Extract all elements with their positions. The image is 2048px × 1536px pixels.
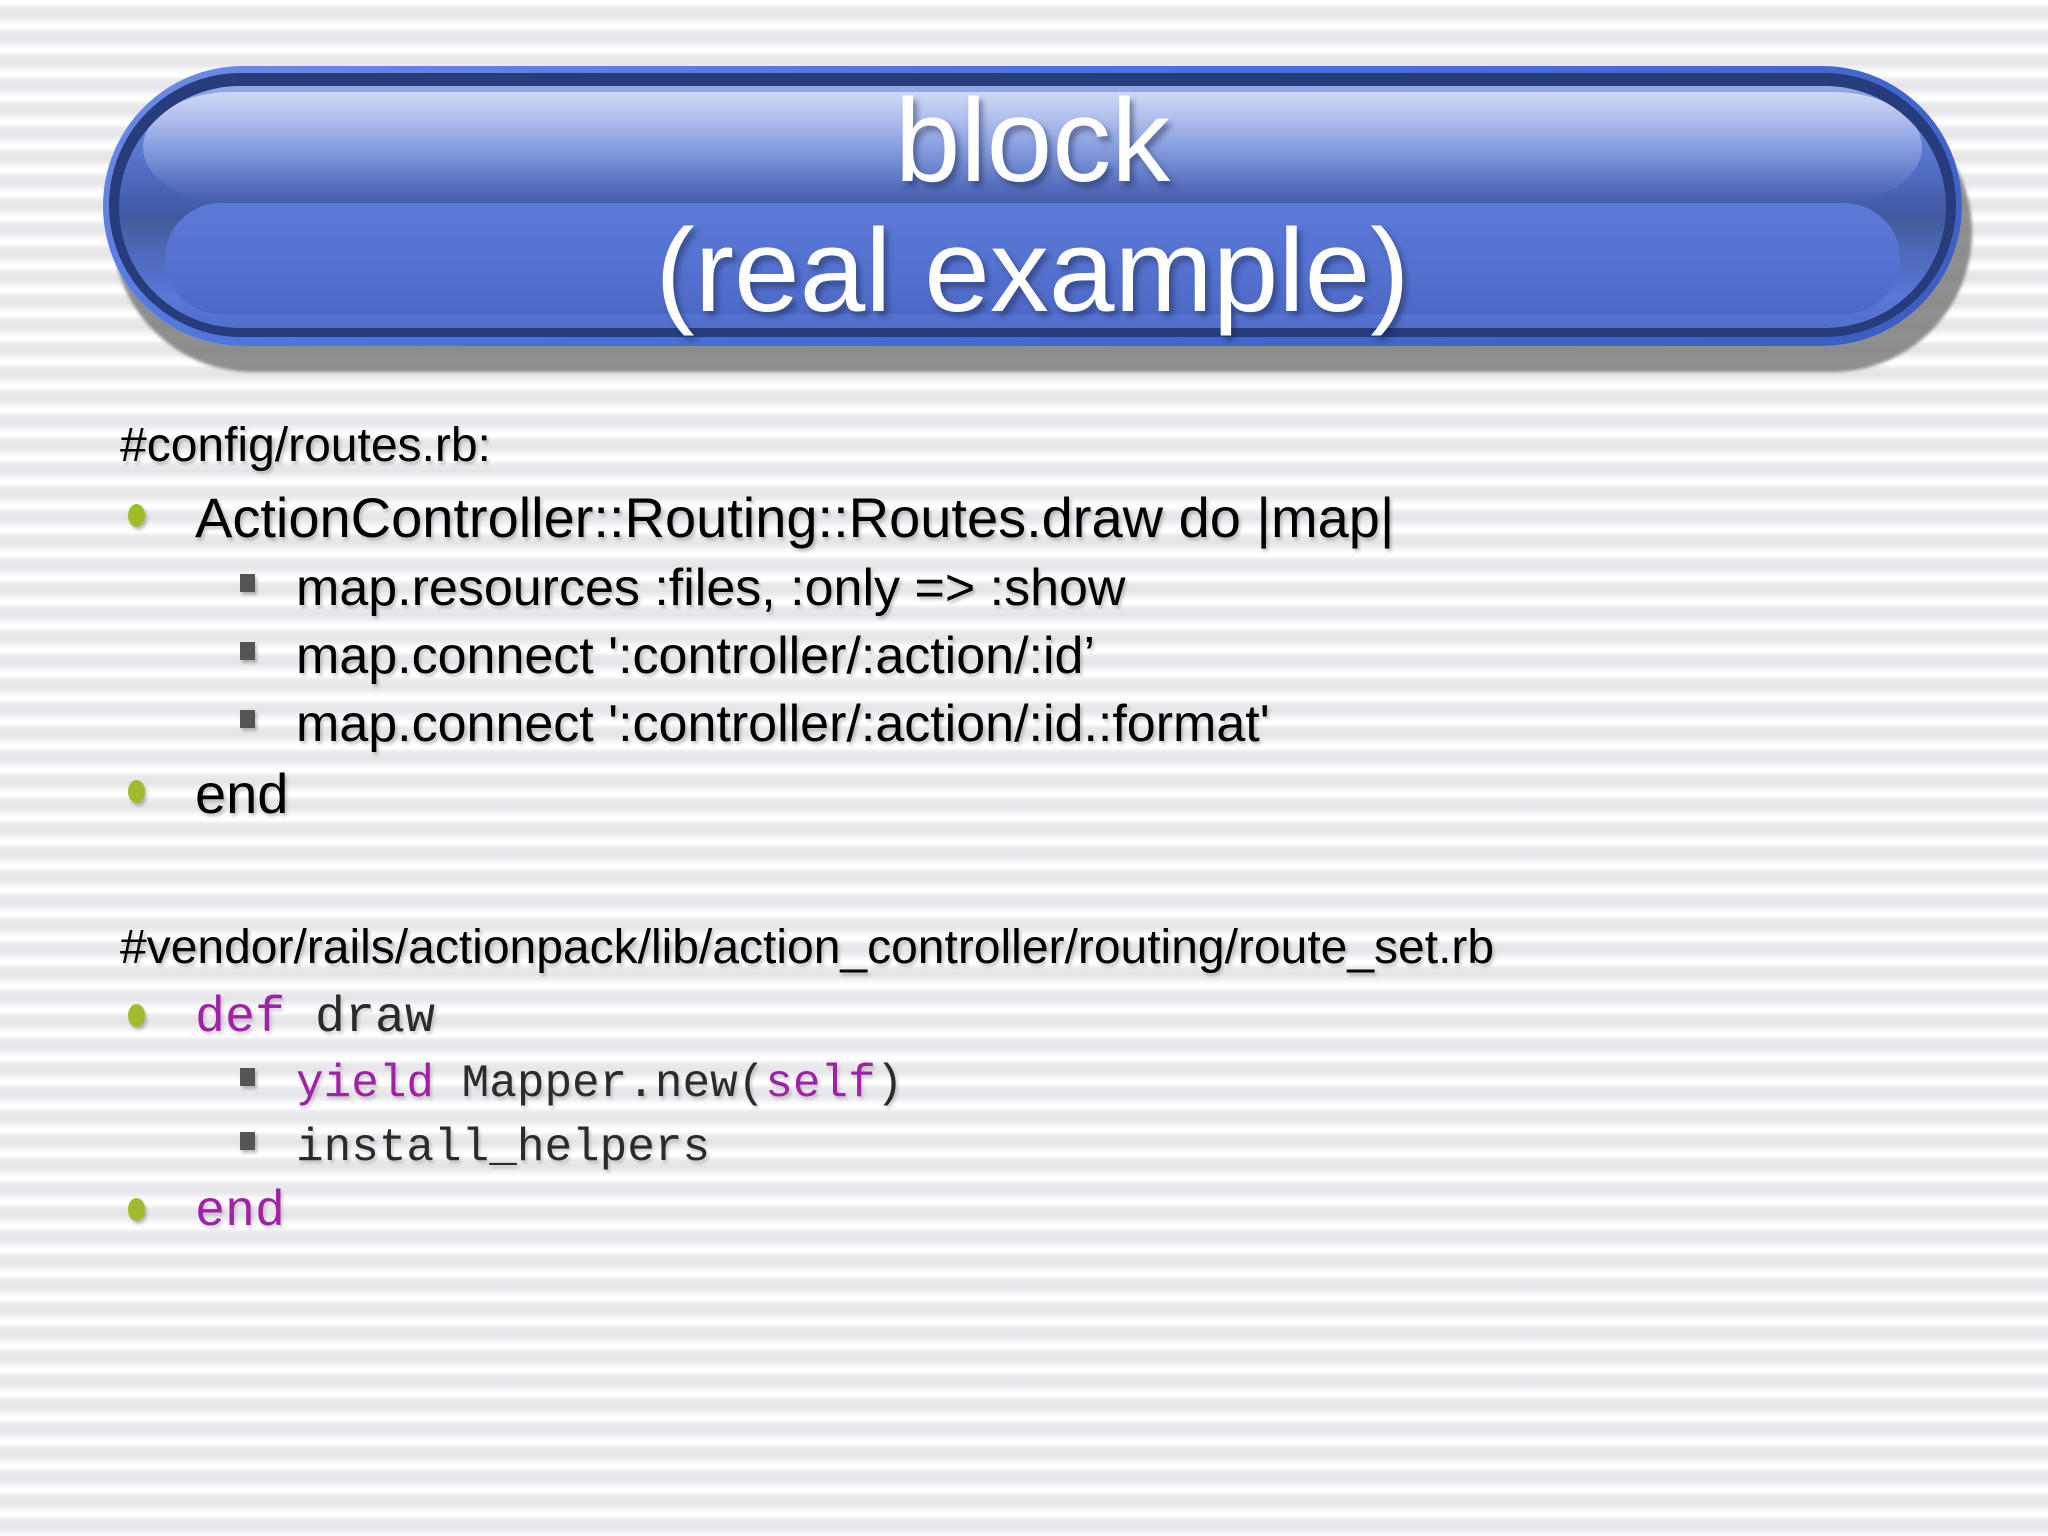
map-connect-1-text: map.connect ':controller/:action/:id’ (296, 627, 1095, 685)
line-routes-end: end (0, 758, 2048, 830)
line-config-comment: #config/routes.rb: (0, 410, 2048, 482)
title-banner-body (119, 86, 1946, 328)
code-install-line: install_helpers (296, 1116, 2048, 1180)
keyword-self: self (765, 1058, 876, 1110)
bullet-dot-icon (128, 1198, 145, 1221)
install-helpers-call: install_helpers (296, 1122, 711, 1174)
line-map-connect-2: map.connect ':controller/:action/:id.:fo… (0, 690, 2048, 758)
title-banner-reflection (165, 202, 1900, 314)
line-vendor-comment: #vendor/rails/actionpack/lib/action_cont… (0, 910, 2048, 986)
line-code-install-helpers: install_helpers (0, 1116, 2048, 1180)
line-code-end: end (0, 1180, 2048, 1246)
keyword-def: def (195, 990, 286, 1047)
map-resources-text: map.resources :files, :only => :show (296, 559, 1126, 617)
config-comment-text: #config/routes.rb: (120, 419, 491, 472)
bullet-square-icon (240, 642, 255, 660)
code-def-line: def draw (195, 986, 2048, 1052)
slide-body: #config/routes.rb: ActionController::Rou… (0, 410, 2048, 1246)
line-map-connect-1: map.connect ':controller/:action/:id’ (0, 622, 2048, 690)
keyword-end: end (195, 1184, 286, 1241)
slide-title: block (real example) (103, 66, 1962, 346)
method-name-draw: draw (285, 990, 436, 1047)
line-code-yield: yield Mapper.new(self) (0, 1052, 2048, 1116)
slide-title-line1: block (894, 75, 1171, 207)
line-code-def: def draw (0, 986, 2048, 1052)
line-routes-draw: ActionController::Routing::Routes.draw d… (0, 482, 2048, 554)
bullet-square-icon (240, 1068, 255, 1086)
keyword-yield: yield (296, 1058, 435, 1110)
line-map-resources: map.resources :files, :only => :show (0, 554, 2048, 622)
blank-line (0, 830, 2048, 910)
mapper-new-call: Mapper.new( (434, 1058, 766, 1110)
close-paren: ) (875, 1058, 904, 1110)
slide-title-line2: (real example) (655, 205, 1410, 337)
bullet-dot-icon (128, 1004, 145, 1027)
title-banner: block (real example) (103, 66, 1962, 346)
routes-end-text: end (195, 762, 289, 825)
map-connect-2-text: map.connect ':controller/:action/:id.:fo… (296, 695, 1270, 753)
bullet-square-icon (240, 574, 255, 592)
bullet-square-icon (240, 1132, 255, 1150)
bullet-square-icon (240, 710, 255, 728)
bullet-dot-icon (128, 780, 145, 803)
code-end-line: end (195, 1180, 2048, 1246)
bullet-dot-icon (128, 504, 145, 527)
code-yield-line: yield Mapper.new(self) (296, 1052, 2048, 1116)
title-banner-gloss (143, 92, 1922, 204)
vendor-comment-text: #vendor/rails/actionpack/lib/action_cont… (120, 921, 1495, 974)
routes-draw-text: ActionController::Routing::Routes.draw d… (195, 486, 1395, 549)
